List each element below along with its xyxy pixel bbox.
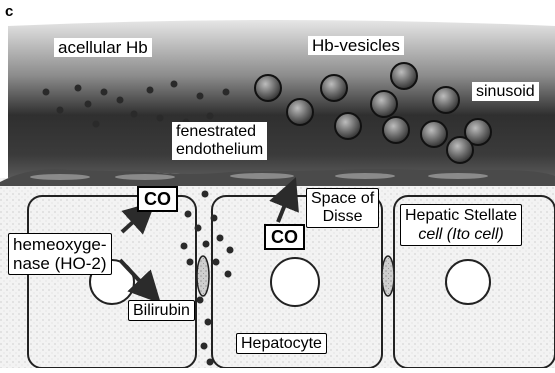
fenestrated-line2: endothelium: [176, 141, 263, 159]
heme-line2: nase (HO-2): [13, 254, 107, 273]
nucleus-center: [271, 258, 319, 306]
nucleus-stellate: [446, 260, 490, 304]
fenestrated-line1: fenestrated: [176, 123, 263, 141]
space-line1: Space of: [311, 190, 374, 208]
hemeoxygenase-label: hemeoxyge- nase (HO-2): [8, 233, 112, 275]
hb-vesicles-label: Hb-vesicles: [308, 36, 404, 55]
sinusoid-label: sinusoid: [472, 82, 539, 101]
bile-canaliculus-right: [382, 256, 394, 296]
co-box-right: CO: [264, 224, 305, 250]
space-of-disse-label: Space of Disse: [306, 188, 379, 228]
acellular-hb-label: acellular Hb: [54, 38, 152, 57]
fenestrated-endothelium-label: fenestrated endothelium: [172, 122, 267, 160]
stellate-line2-rest: (Ito cell): [442, 226, 503, 243]
bilirubin-label: Bilirubin: [128, 300, 195, 321]
stellate-line2: cell (Ito cell): [405, 225, 517, 244]
stellate-line2-italic: cell: [418, 226, 442, 243]
bile-canaliculus-left: [197, 256, 209, 296]
co-box-left: CO: [137, 186, 178, 212]
space-line2: Disse: [311, 208, 374, 226]
stellate-cell-label: Hepatic Stellate cell (Ito cell): [400, 204, 522, 246]
heme-line1: hemeoxyge-: [13, 235, 107, 254]
hepatocyte-label: Hepatocyte: [236, 333, 327, 354]
panel-letter: c: [5, 3, 13, 20]
stellate-line1: Hepatic Stellate: [405, 206, 517, 225]
